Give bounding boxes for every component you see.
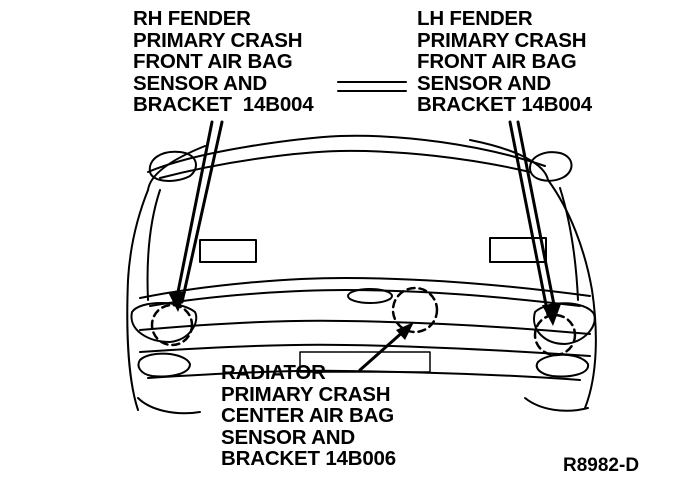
figure-code: R8982-D: [563, 455, 640, 476]
windshield-left: [147, 145, 206, 191]
hood-front-edge-inner: [149, 289, 581, 307]
lh-label-line-3: FRONT AIR BAG: [417, 50, 577, 74]
hood-outline: [147, 134, 546, 173]
center-label-line-3: CENTER AIR BAG: [221, 404, 394, 428]
hood-front-edge: [139, 277, 591, 299]
left-mirror: [148, 150, 197, 182]
lh-label-line-2: PRIMARY CRASH: [417, 28, 587, 52]
center-label-line-5: BRACKET 14B006: [221, 447, 396, 471]
rh-sensor-circle: [150, 303, 194, 347]
hood-inner-line: [159, 149, 531, 179]
center-label-line-2: PRIMARY CRASH: [221, 382, 391, 406]
rh-label-line-2: PRIMARY CRASH: [133, 28, 303, 52]
center-label-line-1: RADIATOR: [221, 361, 326, 384]
same-part-mark: [337, 81, 407, 92]
center-sensor-label: RADIATOR PRIMARY CRASH CENTER AIR BAG SE…: [221, 362, 396, 470]
windshield-right: [469, 139, 549, 181]
rh-label-line-3: FRONT AIR BAG: [133, 50, 293, 74]
left-fog-lamp: [137, 352, 191, 378]
center-leader-arrow: [358, 322, 414, 372]
rh-label-line-1: RH FENDER: [133, 7, 251, 30]
lh-label-line-4: SENSOR AND: [417, 71, 551, 95]
left-fender-line: [146, 189, 161, 301]
right-fog-lamp: [535, 353, 590, 378]
right-parking-lamp: [533, 302, 596, 345]
right-fender-line: [559, 187, 579, 301]
lh-sensor-label: LH FENDER PRIMARY CRASH FRONT AIR BAG SE…: [417, 8, 592, 116]
lh-label-line-1: LH FENDER: [417, 7, 533, 30]
license-recess: [299, 351, 431, 373]
lh-leader-arrows: [508, 120, 561, 326]
bumper-lower: [139, 343, 591, 357]
rh-label-line-5: BRACKET 14B004: [133, 93, 314, 117]
bumper-bottom: [147, 369, 581, 381]
rh-leader-arrows: [168, 120, 224, 312]
right-mirror: [529, 151, 573, 182]
bumper-upper: [139, 319, 591, 335]
lh-sensor-circle: [533, 313, 577, 357]
rh-sensor-label: RH FENDER PRIMARY CRASH FRONT AIR BAG SE…: [133, 7, 314, 117]
rh-label-line-4: SENSOR AND: [133, 71, 267, 95]
center-sensor-circle: [391, 286, 439, 334]
left-headlamp-box: [199, 239, 257, 263]
left-lower-valance: [137, 397, 201, 415]
left-parking-lamp: [130, 302, 198, 343]
left-body-contour: [126, 189, 149, 411]
center-label-line-4: SENSOR AND: [221, 425, 355, 449]
lh-label-line-5: BRACKET 14B004: [417, 93, 592, 117]
right-lower-valance: [524, 397, 589, 412]
emblem: [347, 288, 393, 304]
